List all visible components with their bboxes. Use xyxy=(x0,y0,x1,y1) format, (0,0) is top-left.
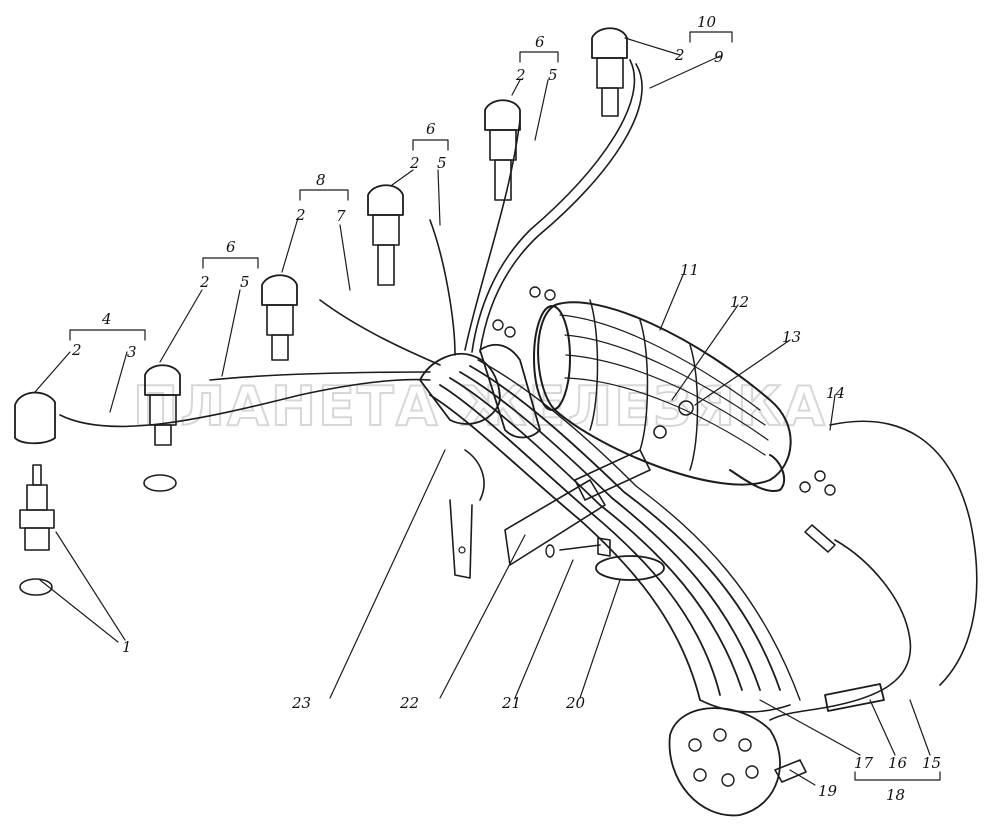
label-13: 13 xyxy=(782,328,801,346)
label-3: 3 xyxy=(127,343,137,361)
plug-with-cap xyxy=(143,364,181,492)
label-6: 6 xyxy=(535,33,545,51)
callout-labels: 1 2 2 2 2 2 2 3 4 5 5 5 6 6 6 7 8 9 10 1… xyxy=(71,13,941,804)
bolt xyxy=(545,537,611,558)
label-22: 22 xyxy=(399,694,419,712)
wire-clip xyxy=(595,555,665,581)
plug-with-cap xyxy=(367,184,404,286)
label-12: 12 xyxy=(730,293,749,311)
label-23: 23 xyxy=(291,694,311,712)
label-6: 6 xyxy=(226,238,236,256)
label-2: 2 xyxy=(409,154,420,172)
label-5: 5 xyxy=(437,154,447,172)
label-19: 19 xyxy=(818,782,838,800)
plug-with-cap xyxy=(261,274,298,361)
label-2: 2 xyxy=(674,46,685,64)
fasteners xyxy=(492,286,836,553)
bracket xyxy=(449,449,485,579)
label-15: 15 xyxy=(922,754,941,772)
distributor-cap xyxy=(668,707,807,817)
plug-with-cap xyxy=(591,27,628,117)
label-5: 5 xyxy=(240,273,250,291)
leader-lines xyxy=(34,31,941,786)
label-9: 9 xyxy=(714,48,724,66)
label-20: 20 xyxy=(565,694,586,712)
label-17: 17 xyxy=(854,754,874,772)
ignition-coil xyxy=(533,299,792,492)
plug-cap xyxy=(14,391,56,445)
plug-with-cap xyxy=(484,99,521,201)
label-5: 5 xyxy=(548,66,558,84)
spark-plug xyxy=(19,464,55,596)
rubber-boot xyxy=(419,343,541,439)
label-16: 16 xyxy=(888,754,908,772)
label-7: 7 xyxy=(336,207,346,225)
label-11: 11 xyxy=(680,261,699,279)
label-18: 18 xyxy=(886,786,905,804)
label-2: 2 xyxy=(199,273,210,291)
label-8: 8 xyxy=(316,171,326,189)
wire-bundle xyxy=(59,59,978,721)
coil-clamp xyxy=(504,449,651,566)
insulating-sleeve xyxy=(824,683,885,712)
label-1: 1 xyxy=(122,638,132,656)
label-6: 6 xyxy=(426,120,436,138)
label-4: 4 xyxy=(101,310,112,328)
label-2: 2 xyxy=(515,66,526,84)
label-14: 14 xyxy=(826,384,845,402)
label-21: 21 xyxy=(501,694,521,712)
label-2: 2 xyxy=(71,341,82,359)
label-2: 2 xyxy=(295,206,306,224)
label-10: 10 xyxy=(697,13,717,31)
